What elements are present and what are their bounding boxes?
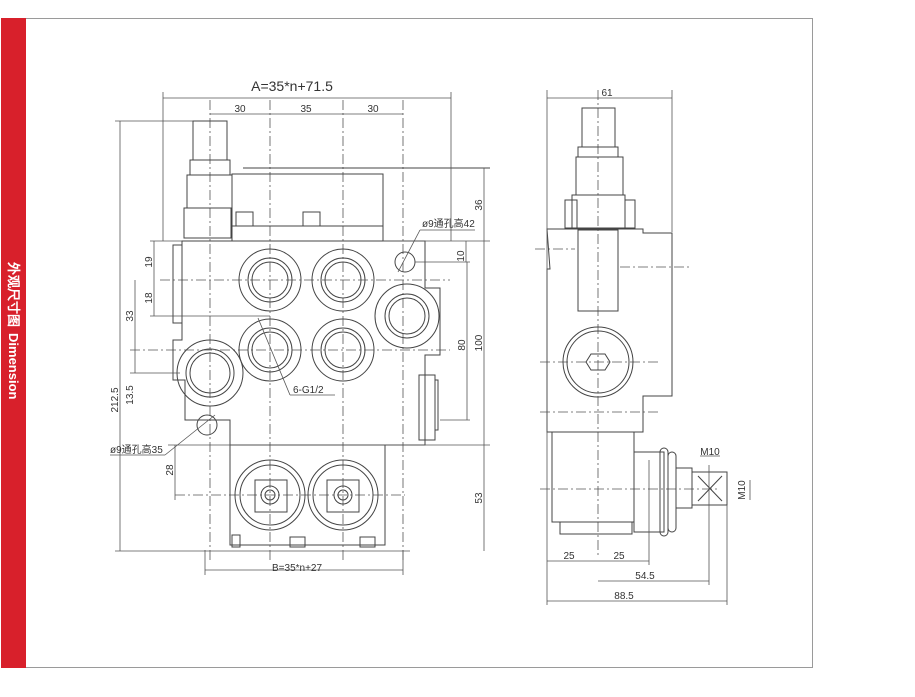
dimension-labels: A=35*n+71.5 30 35 30 36 ø9通孔高42 10 19 18… bbox=[110, 78, 485, 574]
overall-height-label: 212.5 bbox=[110, 387, 121, 412]
overall-width-label: A=35*n+71.5 bbox=[251, 78, 333, 94]
dim-10-label: 10 bbox=[456, 250, 467, 262]
front-view: A=35*n+71.5 30 35 30 36 ø9通孔高42 10 19 18… bbox=[110, 78, 490, 575]
thread-top-label: M10 bbox=[700, 447, 720, 458]
dimension-lines bbox=[110, 92, 490, 575]
dim-54-5-label: 54.5 bbox=[635, 571, 655, 582]
side-width-label: 61 bbox=[601, 88, 613, 99]
dim-88-5-label: 88.5 bbox=[614, 591, 634, 602]
top-height-label: 36 bbox=[474, 199, 485, 211]
dim-100-label: 100 bbox=[474, 334, 485, 351]
dim-28-label: 28 bbox=[165, 464, 176, 476]
dim-25b-label: 25 bbox=[613, 551, 625, 562]
hole-top-label: ø9通孔高42 bbox=[422, 217, 475, 230]
bottom-width-label: B=35*n+27 bbox=[272, 563, 322, 574]
centerlines bbox=[130, 100, 450, 560]
dim-18-label: 18 bbox=[144, 292, 155, 304]
dim-13-5-label: 13.5 bbox=[125, 385, 136, 405]
thread-side-label: M10 bbox=[737, 480, 748, 500]
side-view: 61 M10 M10 25 25 54.5 88.5 bbox=[535, 88, 751, 605]
side-body bbox=[546, 228, 673, 433]
valve-body bbox=[172, 240, 441, 446]
dim-80-label: 80 bbox=[457, 339, 468, 351]
spacing-mid-label: 35 bbox=[300, 104, 312, 115]
dim-53-label: 53 bbox=[474, 492, 485, 504]
solenoid bbox=[551, 431, 728, 537]
side-lever bbox=[564, 107, 636, 229]
ports bbox=[176, 248, 440, 436]
lower-housing bbox=[229, 444, 386, 548]
spacing-left-label: 30 bbox=[234, 104, 246, 115]
sidebar-bar bbox=[1, 18, 26, 668]
spacing-right-label: 30 bbox=[367, 104, 379, 115]
drawing-frame bbox=[1, 18, 813, 668]
ports-label: 6-G1/2 bbox=[293, 385, 324, 396]
dim-19-label: 19 bbox=[144, 256, 155, 268]
hole-bottom-label: ø9通孔高35 bbox=[110, 443, 163, 456]
lever bbox=[183, 120, 233, 239]
dim-33-label: 33 bbox=[125, 310, 136, 322]
dim-25a-label: 25 bbox=[563, 551, 575, 562]
